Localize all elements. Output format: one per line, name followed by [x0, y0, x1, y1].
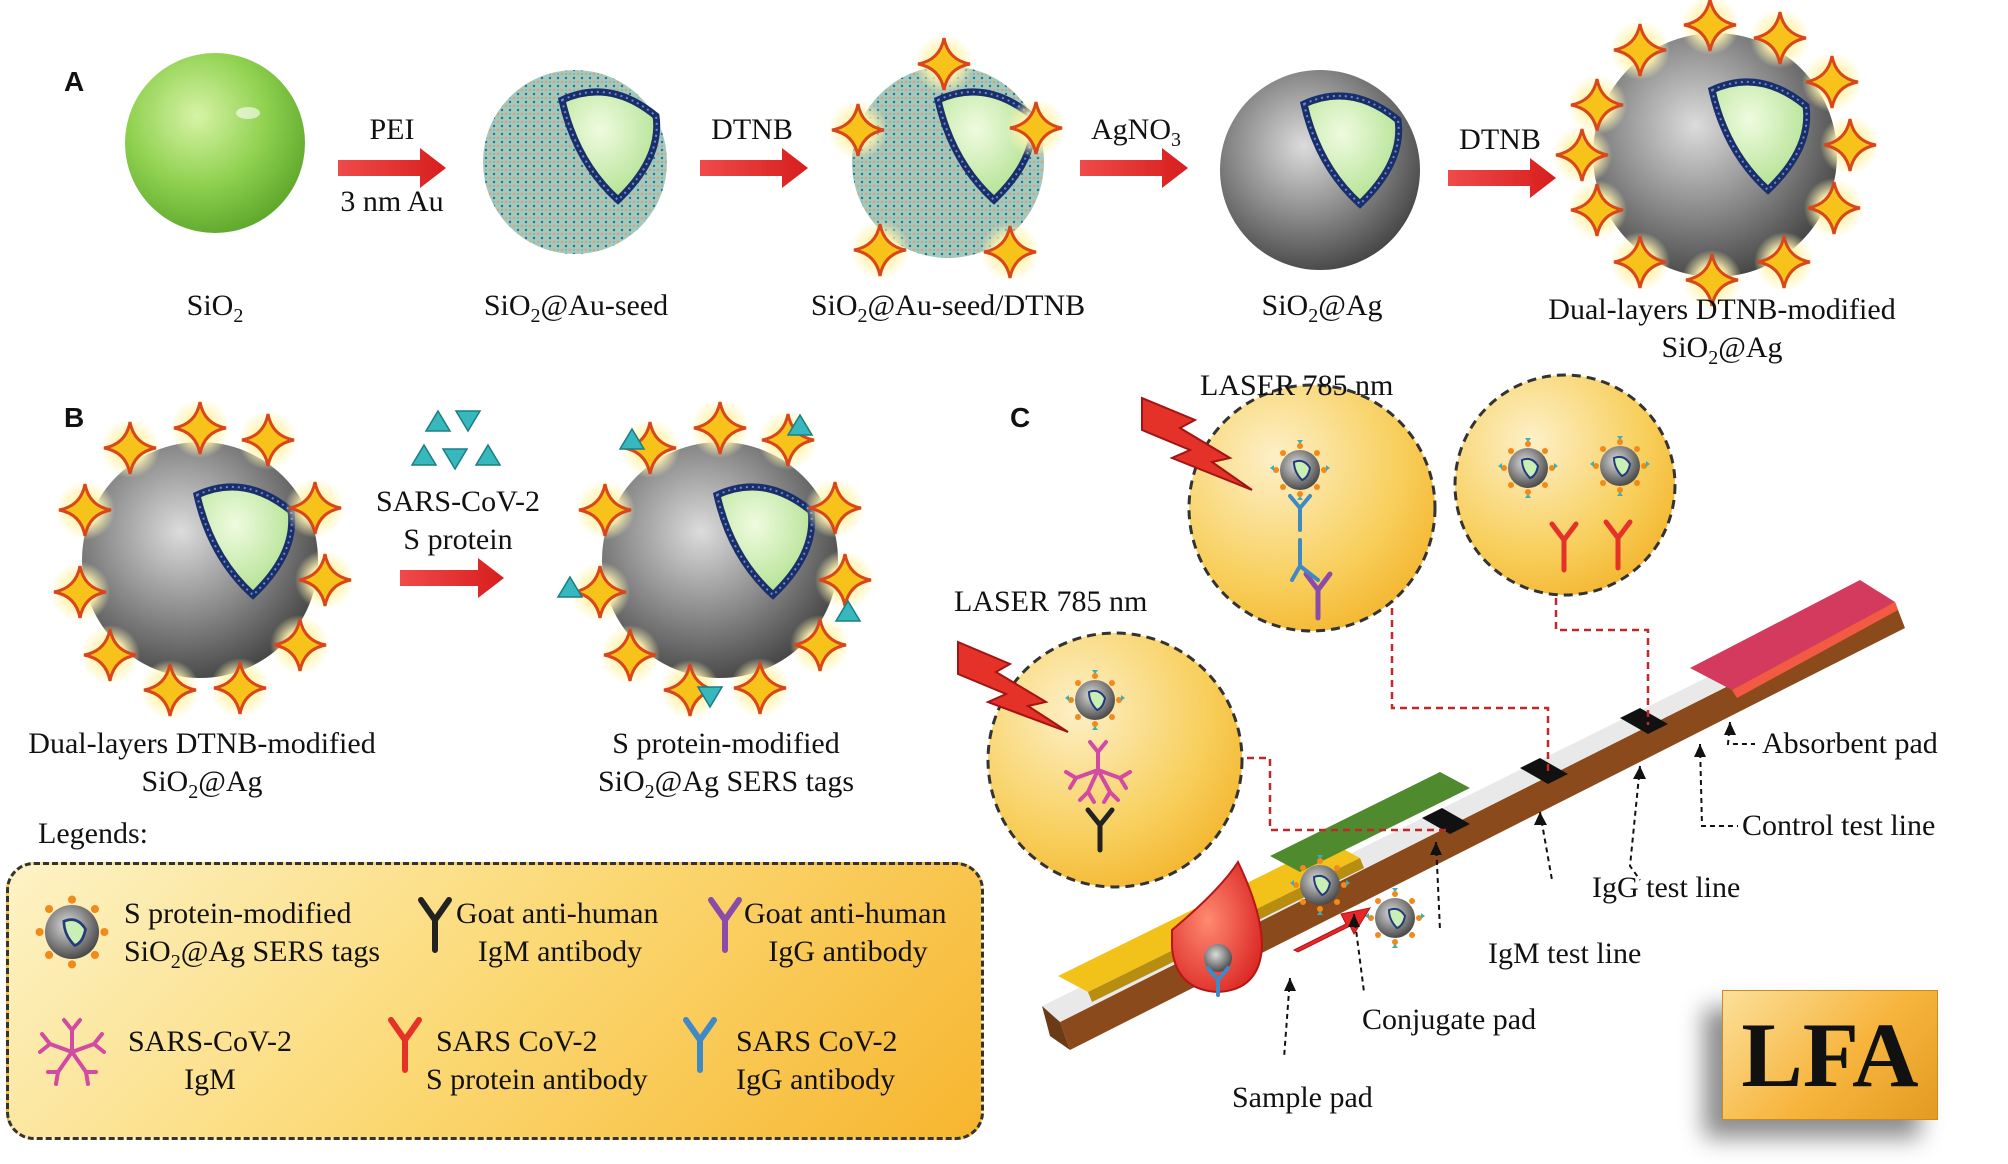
- label-sars-cov2-arrow: SARS-CoV-2: [376, 485, 540, 518]
- legend-item4-line2: IgM: [184, 1063, 236, 1096]
- s-protein-modified-particle: [557, 396, 877, 722]
- legend-item6-line2: IgG antibody: [736, 1063, 896, 1096]
- legend-item4-line1: SARS-CoV-2: [128, 1025, 292, 1058]
- dual-layer-particle-b: [48, 396, 357, 722]
- bubble-igg-capture: [1187, 383, 1437, 633]
- legends-title: Legends:: [38, 817, 148, 850]
- step-au-label: 3 nm Au: [340, 185, 444, 218]
- sio2-ag-particle: [1220, 70, 1420, 270]
- label-sio2-au-seed: SiO2@Au-seed: [483, 289, 669, 327]
- legend-item3-line1: Goat anti-human: [744, 897, 947, 930]
- igg-test-line: [1520, 758, 1568, 784]
- sio2-sphere: [125, 53, 305, 233]
- bubble-control-capture: [1453, 373, 1677, 597]
- control-test-line: [1620, 708, 1668, 734]
- arrow-dtnb-1: [700, 148, 808, 188]
- laser-bolt-top: [1141, 396, 1253, 491]
- legend-sars-igm-icon: [38, 1018, 106, 1086]
- legend-item5-line1: SARS CoV-2: [436, 1025, 598, 1058]
- lfa-strip: [1042, 580, 1905, 1050]
- step-agno3-label: AgNO3: [1091, 113, 1181, 151]
- lfa-badge: LFA: [1722, 990, 1938, 1120]
- absorbent-pad-label: Absorbent pad: [1762, 727, 1938, 760]
- legend-item3-line2: IgG antibody: [768, 935, 928, 968]
- control-test-line-label: Control test line: [1742, 809, 1936, 842]
- label-sio2-ag: SiO2@Ag: [1261, 289, 1383, 327]
- panel-a-diagram: [125, 0, 1882, 312]
- igg-test-line-label: IgG test line: [1592, 871, 1741, 904]
- label-b-dual-line1: Dual-layers DTNB-modified: [28, 727, 376, 760]
- bubble-igm-capture: [986, 631, 1244, 889]
- legend-igg-antibody-icon: [708, 897, 742, 953]
- arrow-agno3: [1080, 148, 1188, 188]
- arrow-pei: [338, 148, 446, 188]
- panel-label-b: B: [64, 402, 85, 433]
- sio2-au-seed-particle: [483, 70, 667, 254]
- legend-s-protein-antibody-icon: [388, 1017, 422, 1073]
- label-b-s-protein-line1: S protein-modified: [612, 727, 840, 760]
- sio2-au-seed-dtnb-particle: [826, 32, 1068, 284]
- legend-igm-antibody-icon: [418, 897, 452, 953]
- step-dtnb-label-1: DTNB: [711, 113, 793, 146]
- conjugate-pad: [1270, 772, 1470, 872]
- legend-item5-line2: S protein antibody: [426, 1063, 648, 1096]
- step-dtnb-label-2: DTNB: [1459, 123, 1541, 156]
- panel-label-a: A: [64, 66, 85, 97]
- legend-item2-line2: IgM antibody: [477, 935, 643, 968]
- legend-item6-line1: SARS CoV-2: [736, 1025, 898, 1058]
- label-sio2: SiO2: [186, 289, 244, 327]
- label-sio2-au-seed-dtnb: SiO2@Au-seed/DTNB: [810, 289, 1086, 327]
- panel-label-c: C: [1010, 402, 1031, 433]
- legend-box: [6, 862, 984, 1140]
- label-s-protein-arrow: S protein: [403, 523, 513, 556]
- legend-item2-line1: Goat anti-human: [456, 897, 659, 930]
- legend-sers-tag-icon: [35, 895, 109, 969]
- label-dual-layers-line2: SiO2@Ag: [1661, 331, 1783, 369]
- panel-b-diagram: [48, 396, 877, 722]
- step-pei-label: PEI: [369, 113, 415, 146]
- label-b-s-protein-line2: SiO2@Ag SERS tags: [597, 765, 855, 803]
- conjugate-pad-label: Conjugate pad: [1362, 1003, 1537, 1036]
- sample-droplet: [1171, 859, 1264, 994]
- igm-test-line: [1422, 808, 1470, 834]
- label-b-dual-line2: SiO2@Ag: [141, 765, 263, 803]
- laser-label-top: LASER 785 nm: [1200, 369, 1394, 402]
- arrow-dtnb-2: [1448, 158, 1556, 198]
- absorbent-pad: [1690, 580, 1895, 690]
- label-dual-layers-line1: Dual-layers DTNB-modified: [1548, 293, 1896, 326]
- arrow-s-protein: [400, 558, 504, 598]
- legend-item1-line2: SiO2@Ag SERS tags: [124, 935, 381, 973]
- laser-label-left: LASER 785 nm: [954, 585, 1148, 618]
- legend-sars-igg-antibody-icon: [683, 1017, 717, 1073]
- panel-c-diagram: [957, 373, 1905, 1059]
- dual-layer-dtnb-sio2-ag-particle: [1550, 0, 1882, 312]
- sample-pad-label: Sample pad: [1232, 1081, 1373, 1114]
- laser-bolt-left: [957, 640, 1069, 733]
- legend-item1-line1: S protein-modified: [124, 897, 352, 930]
- igm-test-line-label: IgM test line: [1488, 937, 1642, 970]
